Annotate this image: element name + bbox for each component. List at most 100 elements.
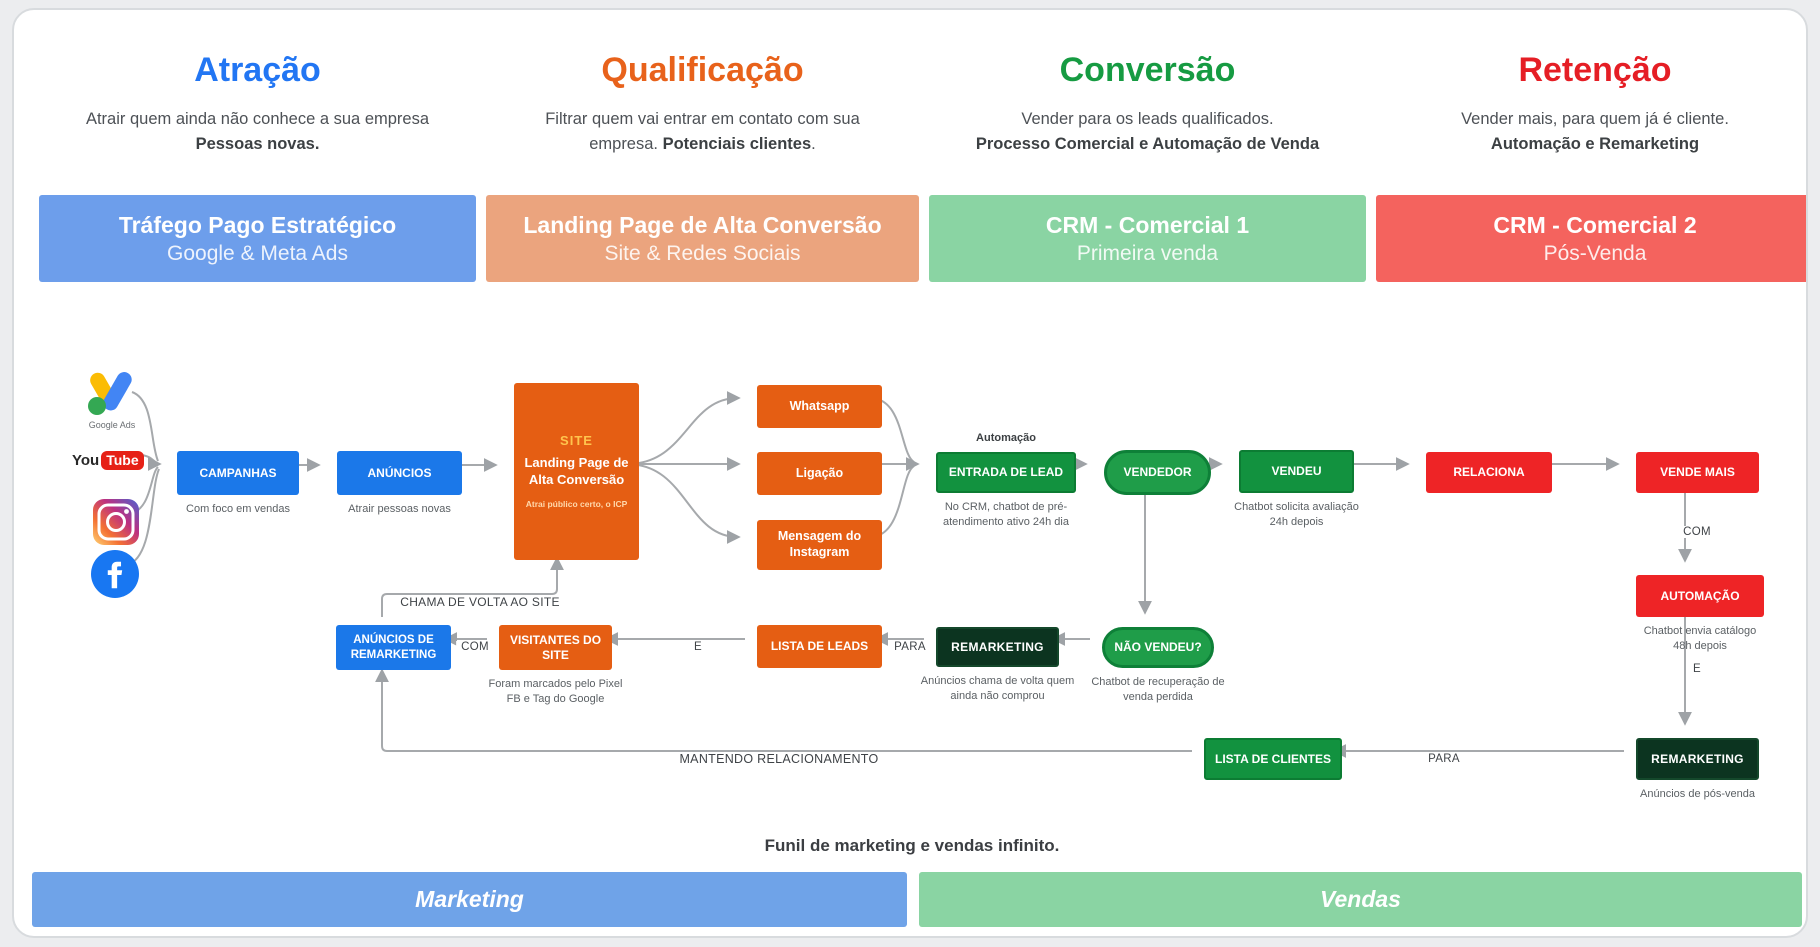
relaciona-box[interactable]: RELACIONA — [1426, 452, 1552, 493]
edge-label-com-2: COM — [456, 641, 494, 653]
site-box[interactable]: SITE Landing Page de Alta Conversão Atra… — [514, 383, 639, 560]
banner-crm-comercial-2[interactable]: CRM - Comercial 2 Pós-Venda — [1376, 195, 1806, 282]
desc-bold-text: Potenciais clientes — [662, 135, 812, 154]
column-retencao: Retenção Vender mais, para quem já é cli… — [1376, 51, 1806, 157]
edge-label-para-1: PARA — [1423, 753, 1465, 765]
desc-bold-text: Automação e Remarketing — [1490, 135, 1700, 154]
node-relaciona[interactable]: RELACIONA — [1426, 452, 1552, 493]
site-heading: SITE — [560, 433, 593, 449]
source-facebook — [91, 550, 139, 598]
column-desc-retencao: Vender mais, para quem já é cliente. Aut… — [1376, 107, 1806, 157]
vendeu-box[interactable]: VENDEU — [1239, 450, 1354, 493]
remarketing-volta-box[interactable]: REMARKETING — [936, 627, 1059, 667]
desc-text: Vender para os leads qualificados. — [1021, 110, 1274, 129]
column-title-retencao: Retenção — [1518, 51, 1672, 89]
banner-title: Tráfego Pago Estratégico — [118, 211, 397, 238]
vendedor-pill[interactable]: VENDEDOR — [1104, 450, 1211, 495]
desc-suffix: . — [811, 135, 816, 154]
banner-subtitle: Google & Meta Ads — [167, 241, 348, 265]
node-visitantes-do-site[interactable]: VISITANTES DO SITE Foram marcados pelo P… — [489, 625, 622, 707]
remarketing-pos-caption: Anúncios de pós-venda — [1640, 788, 1755, 800]
ligacao-box[interactable]: Ligação — [757, 452, 882, 495]
node-mensagem-instagram[interactable]: Mensagem do Instagram — [757, 520, 882, 570]
instagram-icon — [93, 499, 139, 545]
lista-leads-box[interactable]: LISTA DE LEADS — [757, 625, 882, 668]
edge-label-para-2: PARA — [889, 641, 931, 653]
node-site[interactable]: SITE Landing Page de Alta Conversão Atra… — [514, 383, 639, 560]
site-caption: Atrai público certo, o ICP — [525, 499, 628, 510]
banner-crm-comercial-1[interactable]: CRM - Comercial 1 Primeira venda — [929, 195, 1366, 282]
vendas-bar[interactable]: Vendas — [919, 872, 1802, 927]
visitantes-box[interactable]: VISITANTES DO SITE — [499, 625, 612, 670]
node-whatsapp[interactable]: Whatsapp — [757, 385, 882, 428]
automacao-box[interactable]: AUTOMAÇÃO — [1636, 575, 1764, 617]
desc-bold-text: Processo Comercial e Automação de Venda — [975, 135, 1320, 154]
banner-trafego-pago[interactable]: Tráfego Pago Estratégico Google & Meta A… — [39, 195, 476, 282]
column-desc-conversao: Vender para os leads qualificados. Proce… — [929, 107, 1366, 157]
youtube-tube-badge: Tube — [101, 451, 144, 470]
campanhas-box[interactable]: CAMPANHAS — [177, 451, 299, 495]
column-conversao: Conversão Vender para os leads qualifica… — [929, 51, 1366, 157]
desc-text: Atrair quem ainda não conhece a sua empr… — [85, 110, 430, 129]
google-ads-icon — [88, 372, 132, 415]
banner-subtitle: Pós-Venda — [1543, 241, 1647, 265]
marketing-bar[interactable]: Marketing — [32, 872, 907, 927]
google-ads-caption: Google Ads — [88, 420, 136, 430]
node-automacao[interactable]: AUTOMAÇÃO Chatbot envia catálogo 48h dep… — [1636, 575, 1764, 654]
whatsapp-box[interactable]: Whatsapp — [757, 385, 882, 428]
node-remarketing-pos-venda[interactable]: REMARKETING Anúncios de pós-venda — [1636, 738, 1759, 802]
mensagem-box[interactable]: Mensagem do Instagram — [757, 520, 882, 570]
remarketing-pos-box[interactable]: REMARKETING — [1636, 738, 1759, 780]
desc-bold-text: Pessoas novas. — [195, 135, 320, 154]
nao-vendeu-caption: Chatbot de recuperação de venda perdida — [1091, 676, 1225, 703]
node-entrada-de-lead[interactable]: ENTRADA DE LEAD No CRM, chatbot de pré-a… — [936, 452, 1076, 530]
node-lista-de-leads[interactable]: LISTA DE LEADS — [757, 625, 882, 668]
banner-title: Landing Page de Alta Conversão — [523, 211, 882, 238]
desc-text: Filtrar quem vai entrar em contato com s… — [545, 110, 860, 154]
entrada-caption: No CRM, chatbot de pré-atendimento ativo… — [943, 501, 1069, 528]
banner-landing-page[interactable]: Landing Page de Alta Conversão Site & Re… — [486, 195, 919, 282]
column-desc-atracao: Atrair quem ainda não conhece a sua empr… — [39, 107, 476, 157]
anuncios-remarketing-box[interactable]: ANÚNCIOS DE REMARKETING — [336, 625, 451, 670]
source-instagram — [93, 499, 139, 545]
site-label: Landing Page de Alta Conversão — [524, 455, 629, 488]
node-lista-de-clientes[interactable]: LISTA DE CLIENTES — [1204, 738, 1342, 780]
remarketing-volta-caption: Anúncios chama de volta quem ainda não c… — [920, 675, 1075, 702]
vendeu-caption: Chatbot solicita avaliação 24h depois — [1234, 501, 1359, 528]
nao-vendeu-pill[interactable]: NÃO VENDEU? — [1102, 627, 1214, 668]
node-vendedor[interactable]: VENDEDOR — [1104, 450, 1211, 495]
node-vende-mais[interactable]: VENDE MAIS — [1636, 452, 1759, 493]
youtube-word: You — [72, 452, 100, 469]
anuncios-box[interactable]: ANÚNCIOS — [337, 451, 462, 495]
banner-subtitle: Primeira venda — [1076, 241, 1219, 265]
edge-label-chama-de-volta: CHAMA DE VOLTA AO SITE — [395, 595, 565, 609]
column-atracao: Atração Atrair quem ainda não conhece a … — [39, 51, 476, 157]
edge-label-e-2: E — [689, 641, 707, 653]
column-qualificacao: Qualificação Filtrar quem vai entrar em … — [486, 51, 919, 157]
column-title-atracao: Atração — [194, 51, 321, 89]
facebook-icon — [91, 550, 139, 598]
column-title-conversao: Conversão — [1059, 51, 1236, 89]
campanhas-caption: Com foco em vendas — [186, 503, 290, 515]
banner-title: CRM - Comercial 1 — [1045, 211, 1250, 238]
node-anuncios[interactable]: ANÚNCIOS Atrair pessoas novas — [337, 451, 462, 517]
node-vendeu[interactable]: VENDEU Chatbot solicita avaliação 24h de… — [1234, 450, 1359, 530]
node-anuncios-de-remarketing[interactable]: ANÚNCIOS DE REMARKETING — [336, 625, 451, 670]
vende-mais-box[interactable]: VENDE MAIS — [1636, 452, 1759, 493]
source-google-ads: Google Ads — [84, 366, 140, 430]
funnel-caption: Funil de marketing e vendas infinito. — [764, 836, 1060, 855]
lista-clientes-box[interactable]: LISTA DE CLIENTES — [1204, 738, 1342, 780]
node-campanhas[interactable]: CAMPANHAS Com foco em vendas — [177, 451, 299, 517]
node-remarketing-volta[interactable]: REMARKETING Anúncios chama de volta quem… — [921, 627, 1074, 704]
desc-text: Vender mais, para quem já é cliente. — [1461, 110, 1729, 129]
anuncios-caption: Atrair pessoas novas — [348, 503, 451, 515]
banner-title: CRM - Comercial 2 — [1493, 211, 1697, 238]
column-desc-qualificacao: Filtrar quem vai entrar em contato com s… — [486, 107, 919, 157]
entrada-box[interactable]: ENTRADA DE LEAD — [936, 452, 1076, 493]
funnel-card: Atração Atrair quem ainda não conhece a … — [12, 8, 1808, 938]
column-title-qualificacao: Qualificação — [601, 51, 804, 89]
node-nao-vendeu[interactable]: NÃO VENDEU? Chatbot de recuperação de ve… — [1091, 627, 1225, 705]
node-ligacao[interactable]: Ligação — [757, 452, 882, 495]
